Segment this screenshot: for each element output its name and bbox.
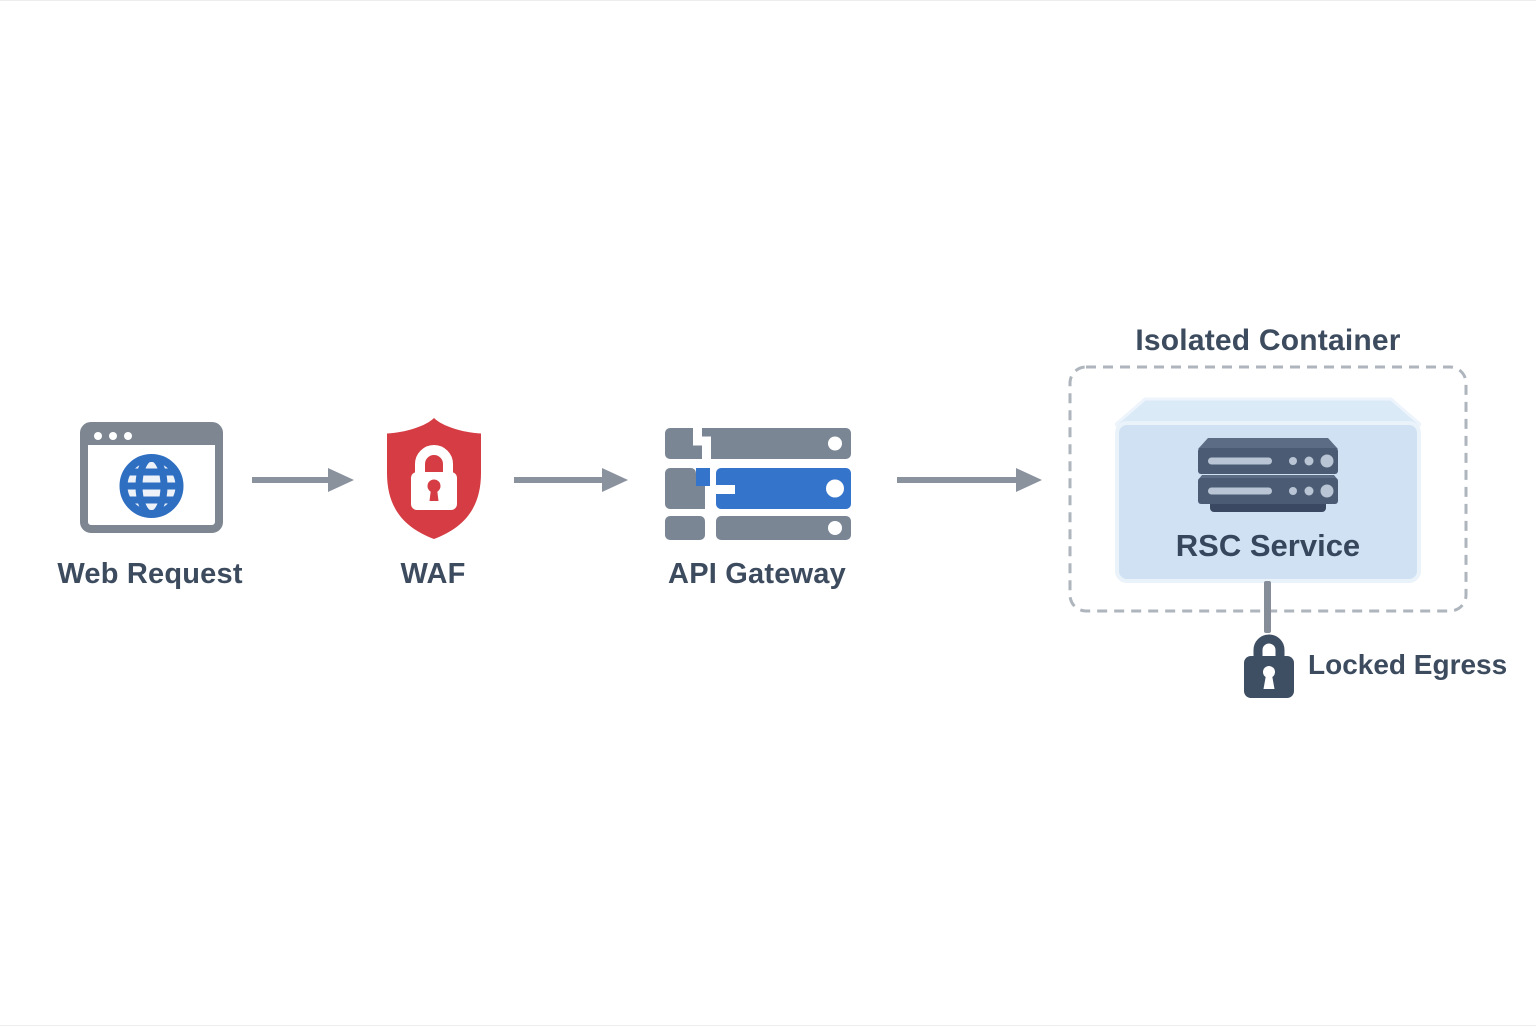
browser-globe-icon xyxy=(80,422,223,533)
egress-connector-line xyxy=(1264,581,1271,633)
server-stack-icon xyxy=(665,426,851,540)
api-gateway-label: API Gateway xyxy=(668,558,846,590)
shield-lock-icon xyxy=(387,418,481,539)
api-gateway-node xyxy=(665,426,851,540)
padlock-icon xyxy=(1244,634,1294,698)
arrow-web-to-waf xyxy=(252,468,354,492)
web-request-node xyxy=(80,422,223,533)
web-request-label: Web Request xyxy=(57,558,243,590)
server-rack-icon xyxy=(1198,438,1338,512)
locked-egress-label: Locked Egress xyxy=(1308,649,1508,680)
waf-label: WAF xyxy=(400,558,466,590)
waf-node xyxy=(378,415,490,542)
rsc-service-label: RSC Service xyxy=(1175,528,1361,563)
arrow-gateway-to-container xyxy=(897,468,1042,492)
isolated-container-title: Isolated Container xyxy=(1135,324,1401,357)
arrow-waf-to-gateway xyxy=(514,468,628,492)
